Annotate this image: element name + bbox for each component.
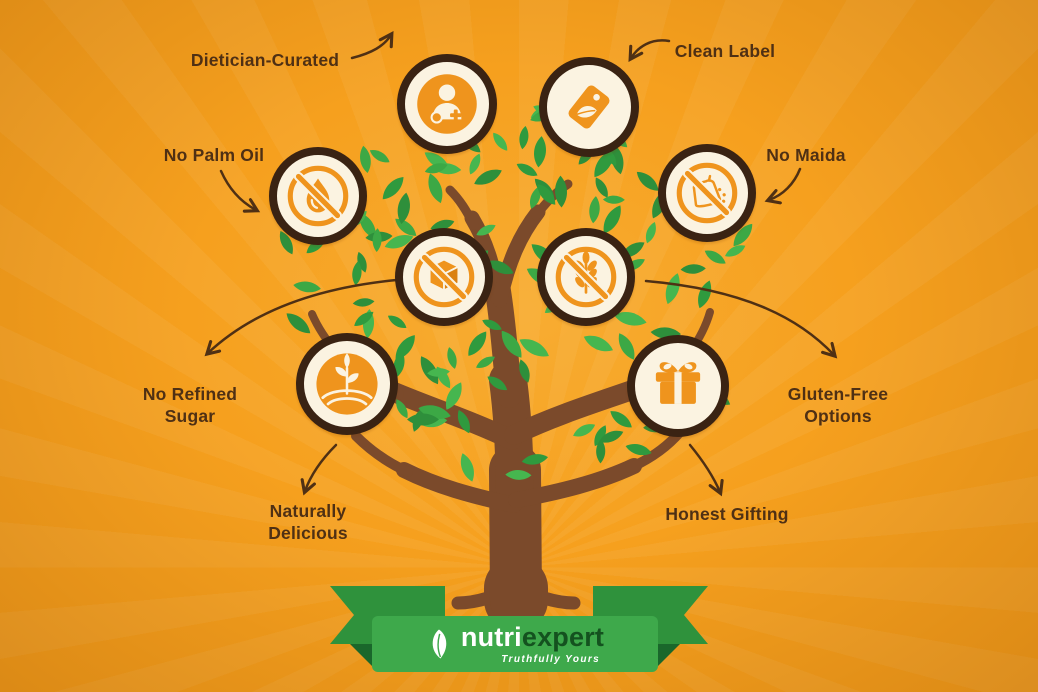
brand-logo: nutriexpert Truthfully Yours [372,616,658,672]
badge-no-maida [658,144,756,242]
brand-name-prefix: nutri [460,622,522,653]
label-no-refined-sugar: No Refined Sugar [142,384,238,427]
ribbon-banner [330,586,708,672]
badge-no-palm-oil [269,147,367,245]
label-clean-label: Clean Label [674,41,776,61]
badge-no-refined-sugar [395,228,493,326]
sprout-field-icon [316,353,378,415]
label-no-maida: No Maida [766,145,846,165]
label-gluten-free-options: Gluten-Free Options [787,384,889,427]
gift-box-icon [655,362,701,404]
leaf-tag-icon [568,85,610,129]
brand-tagline: Truthfully Yours [501,653,601,665]
label-dietician-curated: Dietician-Curated [190,50,340,70]
badge-dietician-curated [397,54,497,154]
no-wheat-icon [555,246,617,308]
no-sugar-cube-icon [413,246,475,308]
no-flour-sack-icon [676,162,738,224]
badge-clean-label [539,57,639,157]
label-no-palm-oil: No Palm Oil [163,145,265,165]
brand-name: nutriexpert [461,623,604,651]
brand-text: nutriexpert Truthfully Yours [461,623,604,665]
no-oil-drop-icon [287,165,349,227]
badge-honest-gifting [627,335,729,437]
badge-naturally-delicious [296,333,398,435]
leaf-swoosh-icon [432,629,447,659]
label-naturally-delicious: Naturally Delicious [268,501,348,544]
badge-gluten-free [537,228,635,326]
brand-name-suffix: expert [521,622,605,653]
label-honest-gifting: Honest Gifting [665,504,789,524]
dietician-icon [417,74,477,134]
